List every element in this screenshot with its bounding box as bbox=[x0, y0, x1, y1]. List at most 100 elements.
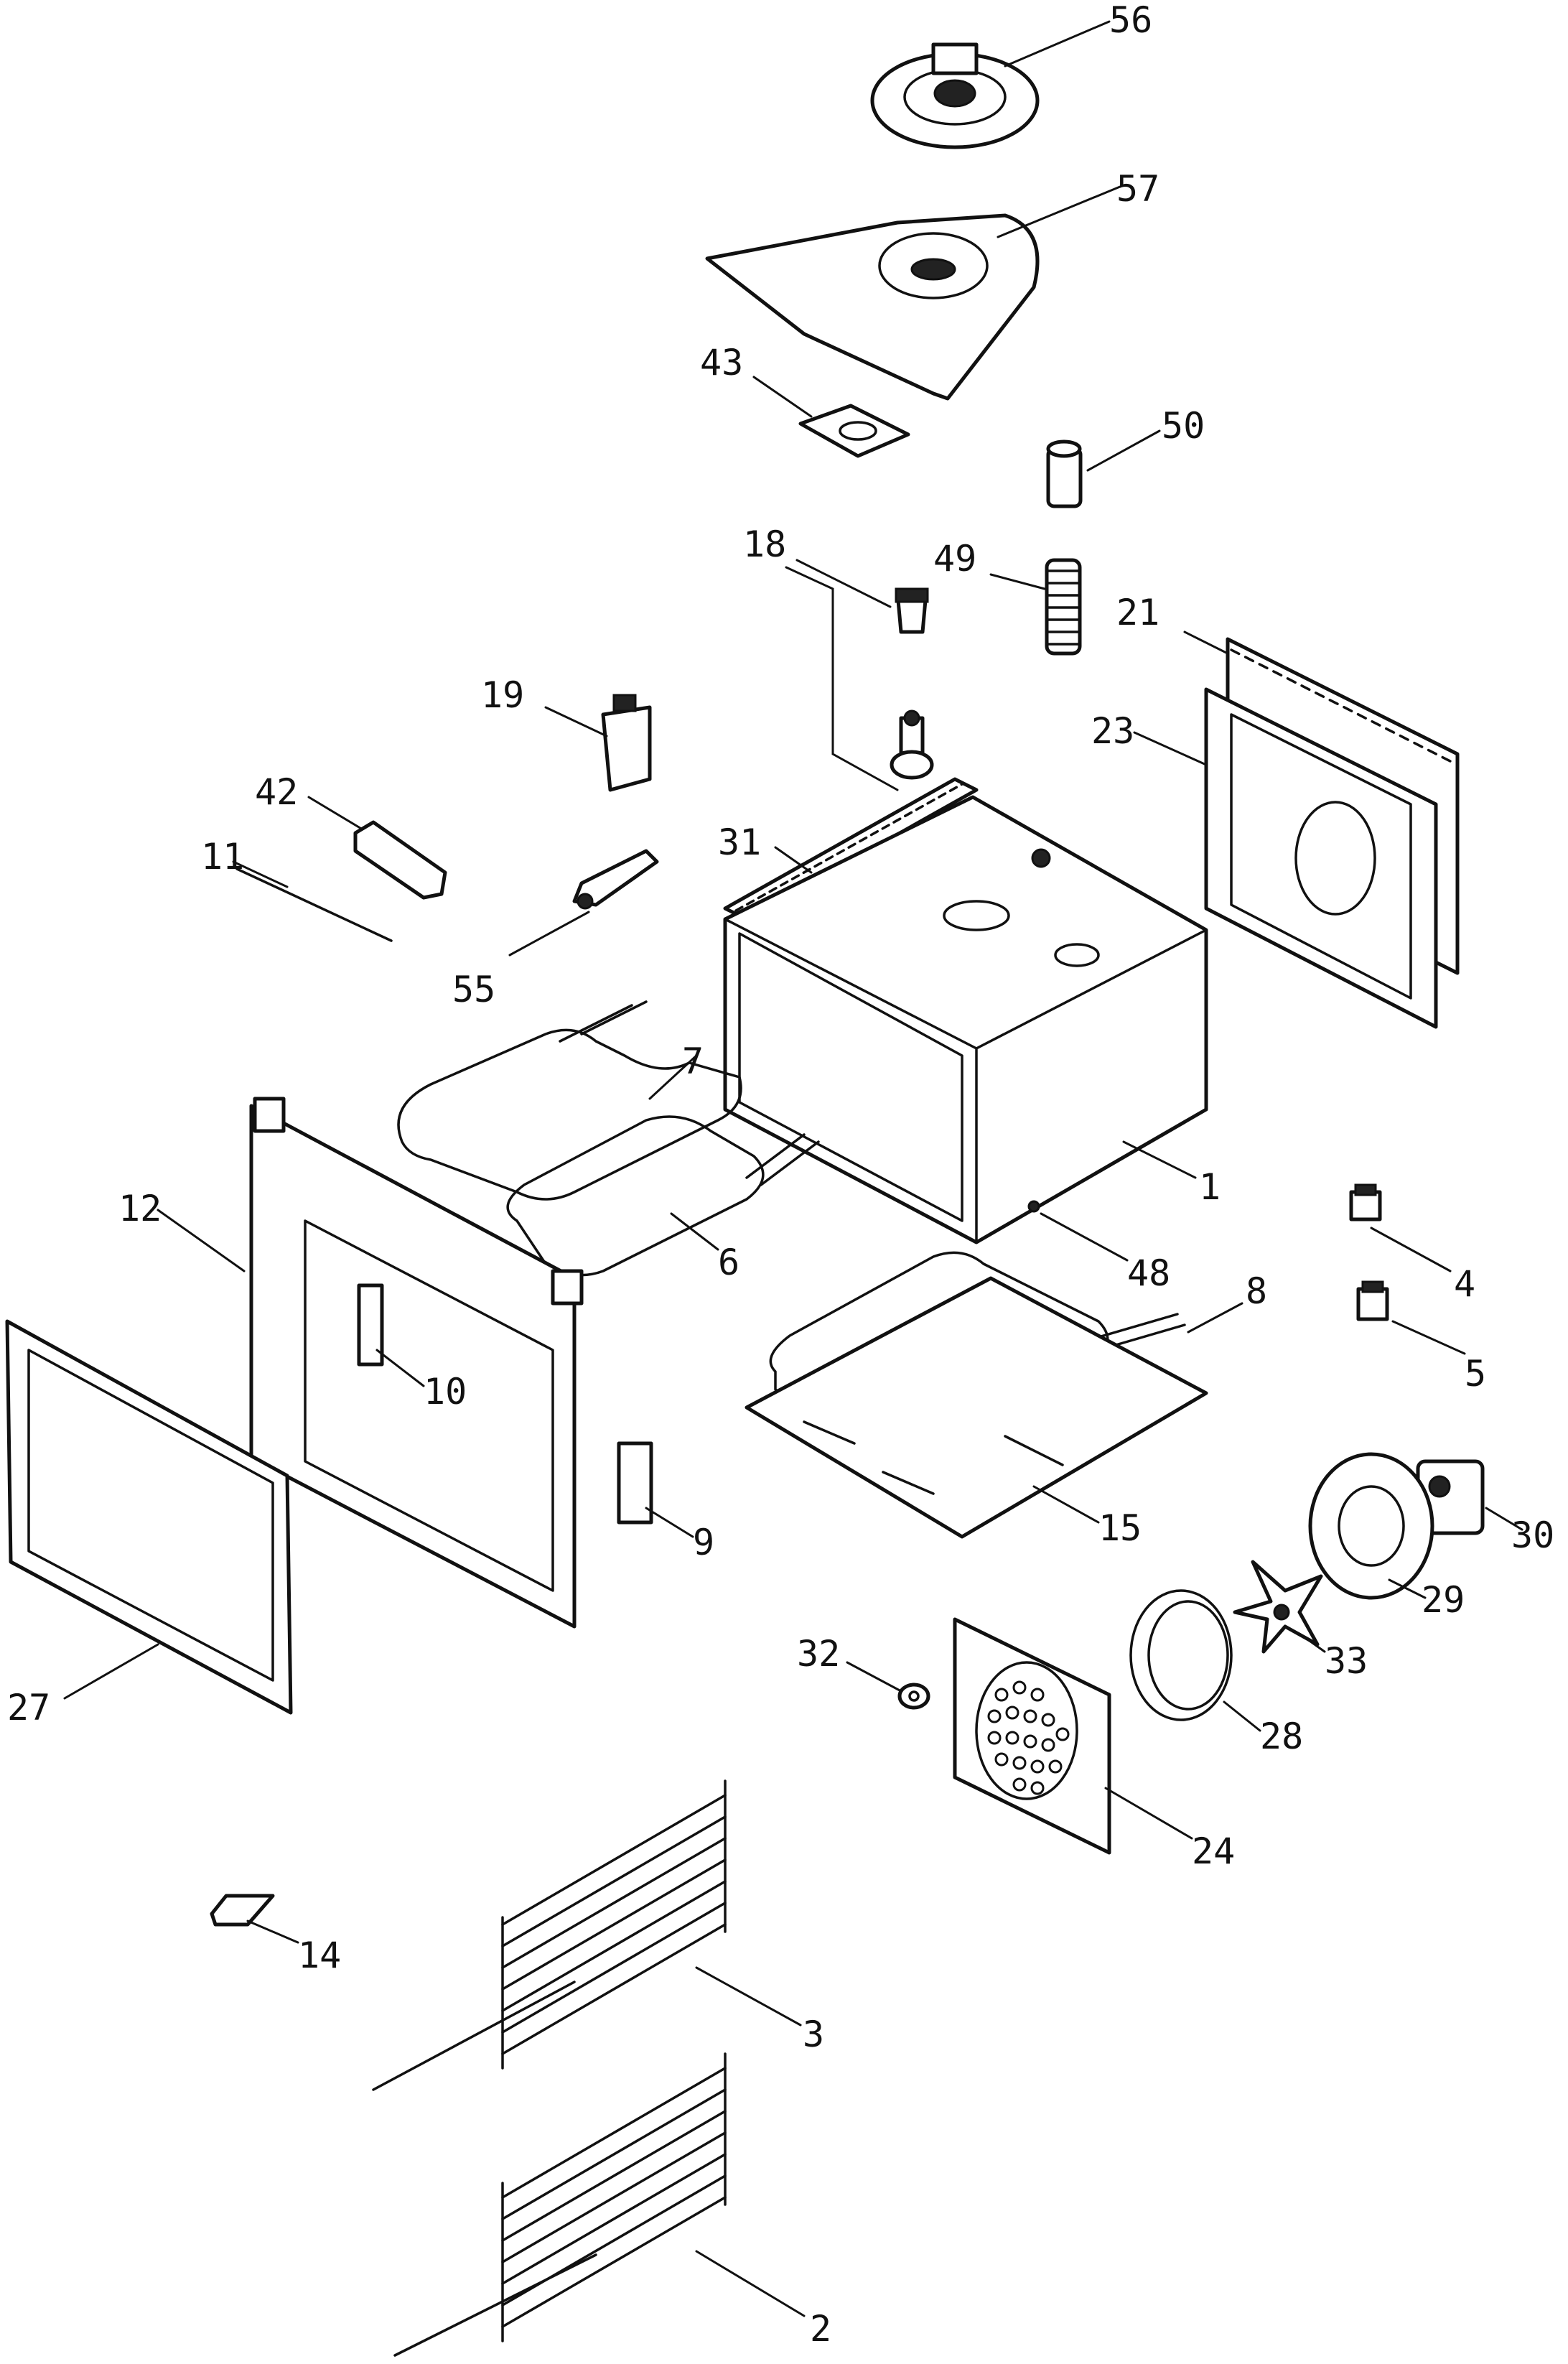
part-19-thermostat bbox=[601, 694, 652, 792]
part-15-floor-panel bbox=[745, 1276, 1208, 1539]
part-32-nut bbox=[897, 1683, 930, 1710]
leader-30 bbox=[1485, 1507, 1523, 1531]
leader-15 bbox=[1032, 1485, 1100, 1524]
part-57-fan-duct bbox=[705, 213, 1040, 401]
callout-29: 29 bbox=[1422, 1579, 1465, 1621]
leader-32 bbox=[846, 1661, 902, 1693]
leader-6 bbox=[670, 1212, 719, 1251]
callout-9: 9 bbox=[693, 1522, 714, 1563]
callout-24: 24 bbox=[1192, 1830, 1235, 1872]
callout-33: 33 bbox=[1325, 1640, 1368, 1682]
callout-32: 32 bbox=[797, 1633, 840, 1675]
callout-23: 23 bbox=[1091, 710, 1134, 752]
part-6-grill-element bbox=[506, 1115, 820, 1277]
leader-28 bbox=[1223, 1700, 1261, 1732]
part-23-back-panel bbox=[1204, 687, 1438, 1029]
callout-12: 12 bbox=[118, 1188, 162, 1229]
part-7-top-element bbox=[397, 1000, 742, 1201]
part-3-shelf-runner bbox=[372, 1779, 727, 2091]
part-28-circular-element bbox=[1129, 1589, 1233, 1721]
leader-21 bbox=[1183, 630, 1229, 655]
callout-10: 10 bbox=[424, 1371, 467, 1413]
part-30-fan-motor bbox=[1416, 1459, 1485, 1535]
part-43-bracket bbox=[798, 404, 910, 458]
leader-14 bbox=[246, 1919, 299, 1944]
leader-5 bbox=[1391, 1320, 1466, 1355]
callout-21: 21 bbox=[1116, 592, 1159, 633]
callout-15: 15 bbox=[1098, 1507, 1142, 1549]
callout-50: 50 bbox=[1162, 405, 1205, 447]
leader-23 bbox=[1133, 731, 1208, 766]
callout-4: 4 bbox=[1454, 1263, 1475, 1305]
leader-31 bbox=[774, 846, 813, 874]
leader-19 bbox=[544, 706, 608, 737]
part-18-lamp bbox=[890, 587, 934, 780]
callout-43: 43 bbox=[700, 342, 743, 383]
callout-5: 5 bbox=[1465, 1353, 1486, 1395]
part-2-shelf-runner bbox=[393, 2052, 727, 2357]
part-4-switch bbox=[1349, 1183, 1382, 1221]
part-55-switch bbox=[572, 849, 659, 910]
callout-48: 48 bbox=[1127, 1252, 1170, 1294]
part-50-sleeve bbox=[1046, 439, 1083, 508]
part-49-spring bbox=[1045, 558, 1082, 656]
callout-11: 11 bbox=[201, 836, 244, 878]
part-33-fan-blade bbox=[1233, 1560, 1323, 1654]
callout-42: 42 bbox=[255, 771, 298, 813]
callout-3: 3 bbox=[803, 2014, 824, 2055]
leader-1 bbox=[1122, 1140, 1197, 1179]
callout-57: 57 bbox=[1116, 168, 1159, 210]
leader-57 bbox=[997, 185, 1121, 238]
part-14-clip bbox=[210, 1894, 275, 1927]
callout-56: 56 bbox=[1109, 0, 1152, 41]
leader-55 bbox=[508, 911, 590, 957]
callout-27: 27 bbox=[7, 1687, 50, 1728]
leader-9 bbox=[645, 1507, 694, 1538]
leader-27 bbox=[63, 1643, 159, 1700]
callout-8: 8 bbox=[1246, 1270, 1267, 1312]
part-11-rod bbox=[235, 867, 393, 942]
leader-7 bbox=[648, 1054, 698, 1100]
callout-7: 7 bbox=[682, 1041, 704, 1082]
part-10-hinge bbox=[357, 1283, 384, 1367]
callout-55: 55 bbox=[452, 969, 495, 1010]
part-24-fan-cover bbox=[953, 1617, 1111, 1855]
leader-11 bbox=[232, 860, 289, 888]
part-27-door-glass bbox=[5, 1319, 293, 1715]
part-42-bracket bbox=[353, 820, 447, 900]
leader-18 bbox=[785, 566, 899, 791]
leader-42 bbox=[307, 796, 364, 831]
part-1-oven-cavity bbox=[723, 795, 1208, 1244]
callout-18: 18 bbox=[743, 523, 786, 565]
callout-31: 31 bbox=[718, 822, 761, 863]
callout-19: 19 bbox=[481, 674, 524, 716]
leader-8 bbox=[1187, 1302, 1243, 1334]
part-56-fan-motor bbox=[870, 42, 1040, 149]
callout-1: 1 bbox=[1199, 1166, 1221, 1208]
leader-4 bbox=[1370, 1227, 1452, 1272]
leader-24 bbox=[1104, 1787, 1193, 1840]
leader-43 bbox=[752, 376, 813, 418]
callout-2: 2 bbox=[810, 2308, 831, 2350]
leader-12 bbox=[157, 1209, 246, 1272]
callout-28: 28 bbox=[1260, 1716, 1303, 1757]
leader-10 bbox=[375, 1349, 425, 1387]
leader-18b bbox=[795, 559, 892, 608]
part-48-screw bbox=[1027, 1200, 1040, 1213]
part-12-door-frame bbox=[249, 1097, 584, 1629]
leader-2 bbox=[695, 2250, 806, 2317]
callout-14: 14 bbox=[298, 1935, 341, 1976]
part-9-hinge bbox=[617, 1441, 653, 1525]
leader-48 bbox=[1040, 1212, 1129, 1262]
leader-56 bbox=[1004, 20, 1111, 68]
leader-29 bbox=[1388, 1578, 1427, 1599]
callout-49: 49 bbox=[933, 538, 976, 580]
part-29-fan-plate bbox=[1308, 1452, 1434, 1600]
callout-6: 6 bbox=[718, 1242, 739, 1283]
leader-49 bbox=[989, 573, 1046, 590]
leader-33 bbox=[1298, 1632, 1326, 1653]
leader-50 bbox=[1086, 429, 1161, 472]
part-5-switch bbox=[1356, 1280, 1389, 1321]
callout-30: 30 bbox=[1511, 1514, 1554, 1556]
